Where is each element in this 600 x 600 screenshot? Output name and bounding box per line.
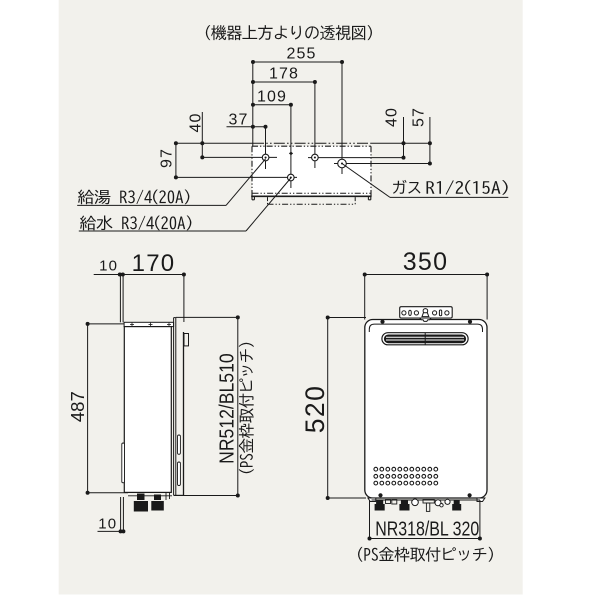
svg-text:40: 40: [188, 113, 205, 133]
svg-text:487: 487: [67, 391, 88, 422]
svg-text:10: 10: [99, 257, 118, 274]
svg-text:37: 37: [229, 112, 249, 129]
svg-text:10: 10: [98, 515, 117, 532]
svg-text:NR318/BL 320: NR318/BL 320: [375, 517, 479, 540]
svg-text:40: 40: [384, 107, 401, 127]
svg-text:255: 255: [287, 46, 317, 63]
svg-text:NR512/BL510: NR512/BL510: [217, 353, 239, 464]
svg-text:170: 170: [132, 250, 176, 277]
svg-text:178: 178: [269, 66, 299, 83]
svg-text:109: 109: [257, 88, 287, 105]
svg-text:350: 350: [403, 248, 449, 276]
svg-text:520: 520: [300, 385, 330, 433]
svg-text:97: 97: [159, 148, 176, 168]
svg-text:57: 57: [411, 107, 428, 127]
